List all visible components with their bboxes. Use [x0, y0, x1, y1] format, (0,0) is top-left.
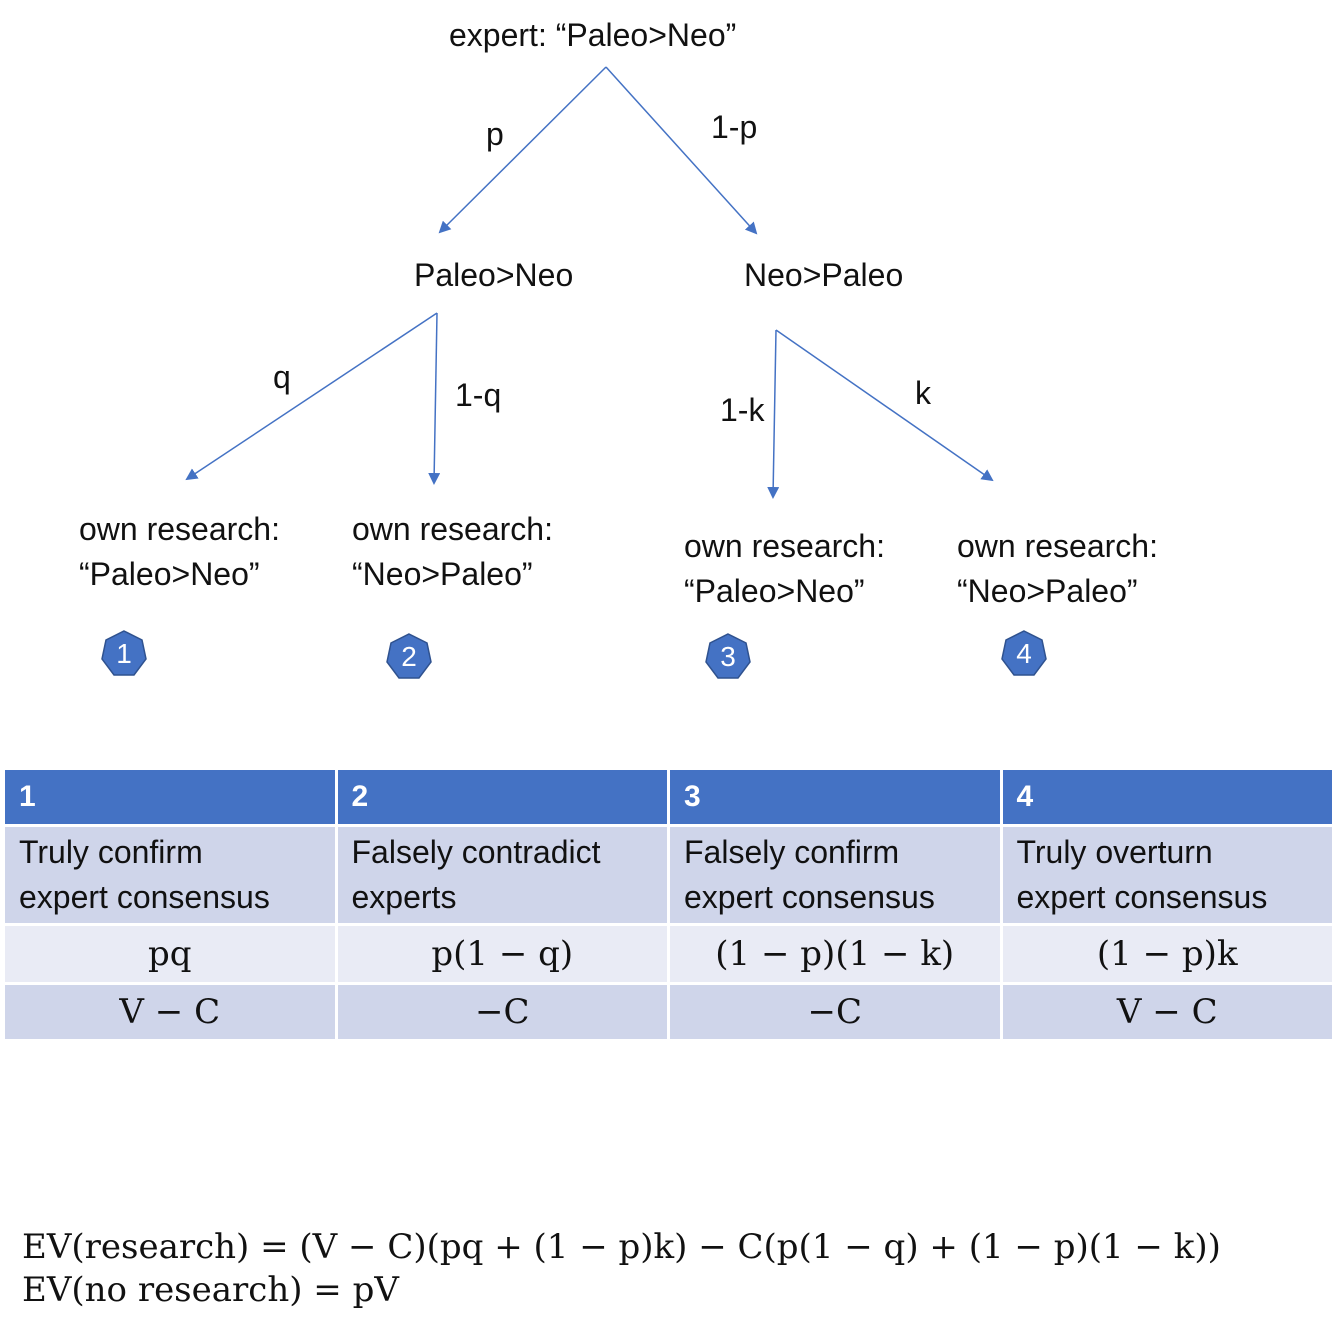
payoff-cell-1: V − C — [2, 982, 338, 1042]
heptagon-icon — [705, 633, 751, 679]
edge-label-1-k: 1-k — [720, 392, 765, 428]
edge-label-p: p — [486, 116, 504, 152]
payoff-cell-2: −C — [334, 982, 670, 1042]
outcome-badge-4: 4 — [1000, 630, 1048, 678]
header-cell-4: 4 — [999, 767, 1335, 827]
probability-cell-3: (1 − p)(1 − k) — [667, 923, 1003, 985]
decision-tree-arrows — [185, 66, 994, 499]
edge-label-k: k — [915, 375, 931, 411]
table-header-row: 1 2 3 4 — [2, 767, 1335, 827]
ev-no-research-equation: EV(no research) = pV — [22, 1270, 399, 1310]
header-cell-1: 1 — [2, 767, 338, 827]
probability-cell-4: (1 − p)k — [999, 923, 1335, 985]
node-left-label: Paleo>Neo — [414, 257, 574, 293]
node-right-label: Neo>Paleo — [744, 257, 904, 293]
arrow-root-to-left — [438, 66, 607, 234]
leaf-4-label: own research:“Neo>Paleo” — [957, 528, 1158, 609]
arrow-right-to-leaf4 — [775, 329, 994, 482]
header-cell-3: 3 — [667, 767, 1003, 827]
root-node-label: expert: “Paleo>Neo” — [449, 17, 737, 53]
probability-cell-2: p(1 − q) — [334, 923, 670, 985]
heptagon-icon — [101, 630, 147, 676]
outcome-badge-1: 1 — [100, 630, 148, 678]
arrow-root-to-right — [605, 66, 758, 235]
leaf-1-label: own research:“Paleo>Neo” — [79, 511, 280, 592]
heptagon-icon — [1001, 630, 1047, 676]
leaf-2-label: own research:“Neo>Paleo” — [352, 511, 553, 592]
arrow-left-to-leaf2 — [428, 312, 441, 485]
probability-cell-1: pq — [2, 923, 338, 985]
leaf-3-label: own research:“Paleo>Neo” — [684, 528, 885, 609]
ev-research-equation: EV(research) = (V − C)(pq + (1 − p)k) − … — [22, 1227, 1221, 1267]
payoff-cell-3: −C — [667, 982, 1003, 1042]
edge-label-q: q — [273, 359, 291, 395]
edge-label-1-q: 1-q — [455, 377, 502, 413]
arrow-right-to-leaf3 — [767, 329, 780, 499]
payoff-row: V − C −C −C V − C — [2, 982, 1335, 1042]
outcome-badge-3: 3 — [704, 633, 752, 681]
header-cell-2: 2 — [334, 767, 670, 827]
payoff-cell-4: V − C — [999, 982, 1335, 1042]
probability-row: pq p(1 − q) (1 − p)(1 − k) (1 − p)k — [2, 923, 1335, 985]
heptagon-icon — [386, 633, 432, 679]
outcome-badge-2: 2 — [385, 633, 433, 681]
edge-label-1-p: 1-p — [711, 109, 758, 145]
arrow-left-to-leaf1 — [185, 312, 438, 481]
